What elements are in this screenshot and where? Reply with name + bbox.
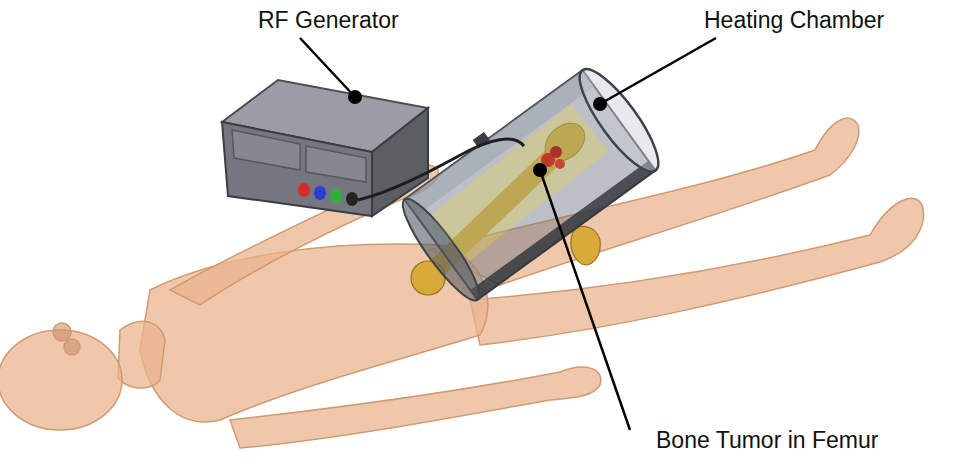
heating-chamber — [389, 53, 670, 308]
cable — [358, 139, 524, 200]
callout-label: Bone Tumor in Femur — [656, 428, 878, 453]
patella — [571, 226, 600, 264]
rf-generator — [222, 80, 428, 216]
callout-label: RF Generator — [258, 8, 399, 33]
leader-lines — [300, 38, 716, 430]
thigh-tissue — [450, 128, 590, 238]
callout-label: Heating Chamber — [704, 8, 884, 33]
